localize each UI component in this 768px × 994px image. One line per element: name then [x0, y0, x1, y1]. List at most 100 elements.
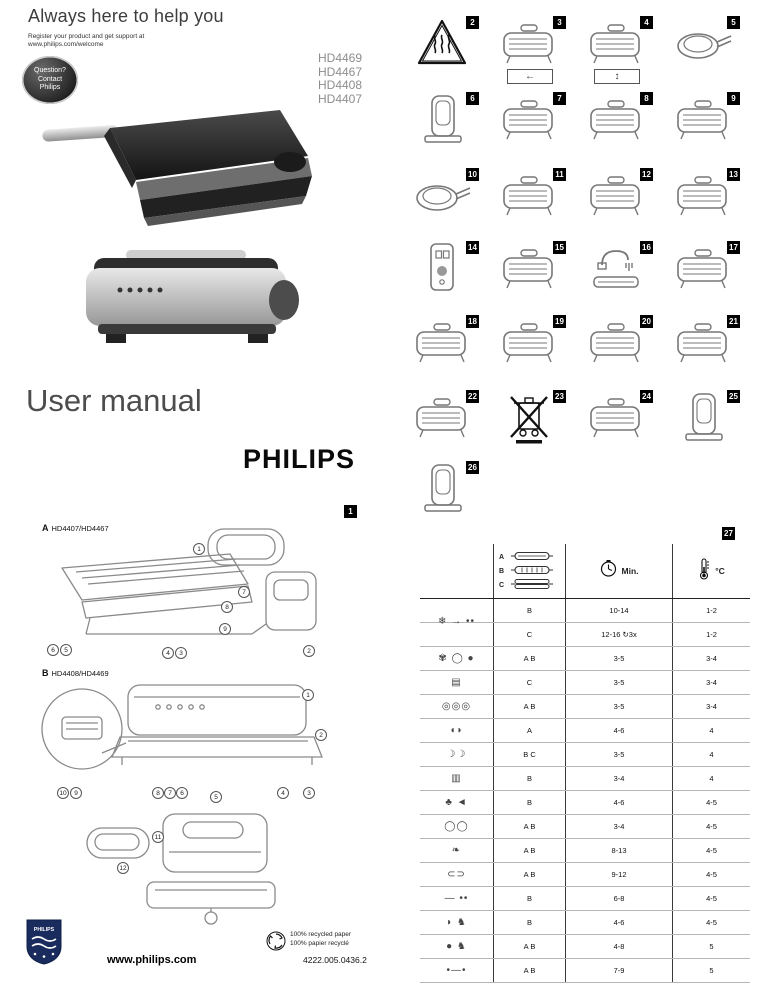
food-cell: ✾ ◯ ●	[420, 647, 493, 670]
step-number-badge: 16	[640, 241, 653, 254]
fruit-icon: ✾ ◯ ●	[438, 653, 475, 664]
step-cell-4: ↕4	[578, 14, 658, 86]
plate-letter-a: A	[499, 553, 505, 561]
grill-top-view-icon	[497, 16, 561, 70]
step-number-badge: 7	[553, 92, 566, 105]
callout-7: 7	[164, 787, 176, 799]
food-cell: ♣ ◄	[420, 791, 493, 814]
plates-cell: A B	[493, 839, 565, 862]
skewer-icon: •—•	[446, 965, 467, 976]
shellfish-poultry-icon: ◯◯	[444, 821, 469, 832]
step-cell-10: 10	[404, 166, 484, 238]
callout-4: 4	[162, 647, 174, 659]
plates-cell: B	[493, 767, 565, 790]
model-number: HD4407	[318, 91, 363, 106]
wipe-plate-icon	[497, 241, 561, 295]
step-cell-15: 15	[491, 239, 571, 311]
product-photo-open-grill	[40, 98, 320, 248]
recycled-paper-note: 100% recycled paper 100% papier recyclé	[266, 931, 351, 956]
flat-plate-icon	[510, 548, 554, 566]
plates-cell: B	[493, 887, 565, 910]
thermometer-icon	[698, 557, 710, 585]
plates-cell: C	[493, 671, 565, 694]
temp-cell: 4-5	[672, 839, 750, 862]
temp-cell: 3-4	[672, 671, 750, 694]
model-number: HD4467	[318, 64, 363, 79]
recycled-line2: 100% papier recyclé	[290, 939, 349, 947]
document-number: 4222.005.0436.2	[303, 955, 367, 965]
thermostat-dial-icon	[410, 241, 474, 295]
food-column-header	[420, 544, 493, 598]
step-number-badge: 9	[727, 92, 740, 105]
time-column-header: Min.	[565, 544, 672, 598]
mushroom-fish-icon: ♣ ◄	[445, 797, 468, 808]
temp-cell: 4-5	[672, 911, 750, 934]
time-cell: 3-4	[565, 767, 672, 790]
poultry-icon: ❧	[451, 845, 462, 856]
defrost-icon: ❄ → ••	[438, 616, 475, 627]
direction-arrow-icon: ↕	[594, 69, 640, 84]
fish-fillet-icon: ◖◗	[449, 725, 464, 736]
onion-rings-icon: ◎◎◎	[441, 701, 472, 712]
temp-column-header: °C	[672, 544, 750, 598]
callout-2: 2	[303, 645, 315, 657]
close-lid-icon	[584, 168, 648, 222]
seafood-icon: ☽☽	[446, 749, 467, 760]
tray-slide-in-icon	[671, 315, 735, 369]
recycle-icon	[266, 931, 286, 956]
time-cell: 4-6	[565, 791, 672, 814]
plates-cell: C	[493, 623, 565, 646]
step-cell-16: 16	[578, 239, 658, 311]
callout-5: 5	[60, 644, 72, 656]
food-cell: ◖◗	[420, 719, 493, 742]
step-number-badge: 26	[466, 461, 479, 474]
food-cell: •—•	[420, 959, 493, 982]
weee-bin-icon	[497, 390, 561, 444]
step-cell-17: 17	[665, 239, 745, 311]
callout-8: 8	[221, 601, 233, 613]
time-cell: 3-5	[565, 671, 672, 694]
step-number-badge: 25	[727, 390, 740, 403]
temp-cell: 4-5	[672, 887, 750, 910]
time-cell: 4-6	[565, 911, 672, 934]
callout-12: 12	[117, 862, 129, 874]
step-cell-14: 14	[404, 239, 484, 311]
step-number-badge: 15	[553, 241, 566, 254]
step-cell-3: ←3	[491, 14, 571, 86]
philips-shield-logo: PHILIPS	[25, 919, 63, 965]
callout-2: 2	[315, 729, 327, 741]
cooking-table: A B C	[420, 544, 750, 983]
temp-cell: 5	[672, 959, 750, 982]
dry-plate-icon	[671, 241, 735, 295]
callout-8: 8	[152, 787, 164, 799]
step-number-badge: 2	[466, 16, 479, 29]
food-cell: ▤	[420, 671, 493, 694]
direction-arrow-icon: ←	[507, 69, 553, 84]
step-number-badge: 17	[727, 241, 740, 254]
step-cell-24: 24	[578, 388, 658, 460]
callout-1: 1	[302, 689, 314, 701]
figure-1-badge: 1	[344, 505, 357, 518]
step-cell-9: 9	[665, 90, 745, 162]
step-cell-22: 22	[404, 388, 484, 460]
callout-1: 1	[193, 543, 205, 555]
callout-9: 9	[219, 623, 231, 635]
food-on-grill-icon	[497, 168, 561, 222]
temp-cell: 5	[672, 935, 750, 958]
step-cell-6: 6	[404, 90, 484, 162]
step-cell-11: 11	[491, 166, 571, 238]
callout-6: 6	[176, 787, 188, 799]
step-number-badge: 13	[727, 168, 740, 181]
